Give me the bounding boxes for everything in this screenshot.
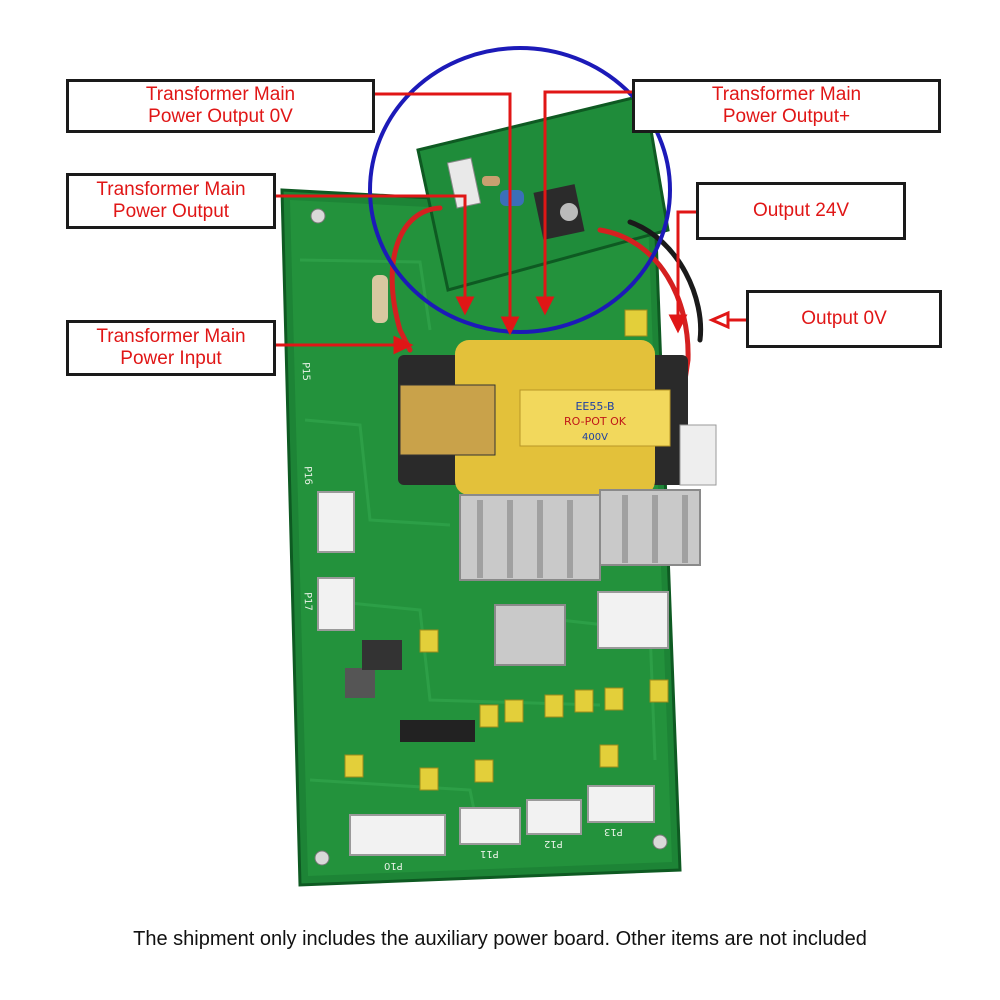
label-line-2: Power Output+	[722, 106, 851, 127]
transformer-label-2: RO-POT OK	[564, 415, 627, 428]
connector-label-p15: P15	[299, 361, 312, 382]
connector-label-p11: P11	[480, 848, 499, 859]
transformer: EE55-B RO-POT OK 400V	[398, 340, 717, 495]
label-line-2: Power Output	[112, 201, 230, 222]
connector-label-p13: P13	[604, 826, 623, 837]
connector-label-p17: P17	[301, 591, 314, 612]
transformer-label-1: EE55-B	[575, 400, 614, 413]
connector-label-p12: P12	[544, 838, 563, 849]
label-line-2: Power Output 0V	[148, 106, 293, 127]
label-transformer-main-power-input: Transformer Main Power Input	[66, 320, 276, 376]
caption: The shipment only includes the auxiliary…	[133, 928, 867, 950]
label-output-24v: Output 24V	[696, 182, 906, 240]
wires	[389, 205, 704, 403]
label-line-2: Power Input	[120, 348, 222, 369]
label-transformer-main-power-output-plus: Transformer Main Power Output+	[632, 79, 941, 133]
components	[344, 275, 669, 791]
highlight-circle	[368, 46, 672, 334]
connectors	[317, 491, 669, 856]
label-line-1: Transformer Main	[711, 84, 862, 105]
connector-label-p16: P16	[301, 465, 314, 486]
label-line-1: Transformer Main	[96, 179, 246, 200]
leader-arrows	[276, 90, 748, 355]
transformer-label-3: 400V	[582, 432, 608, 443]
connector-label-p10: P10	[384, 860, 403, 871]
label-output-0v: Output 0V	[746, 290, 942, 348]
heatsinks	[459, 489, 701, 666]
label-line-1: Transformer Main	[96, 326, 246, 347]
label-line-1: Output 24V	[752, 200, 850, 221]
label-line-1: Output 0V	[801, 308, 887, 329]
label-transformer-main-power-output: Transformer Main Power Output	[66, 173, 276, 229]
label-transformer-main-power-output-0v: Transformer Main Power Output 0V	[66, 79, 375, 133]
label-line-1: Transformer Main	[145, 84, 296, 105]
